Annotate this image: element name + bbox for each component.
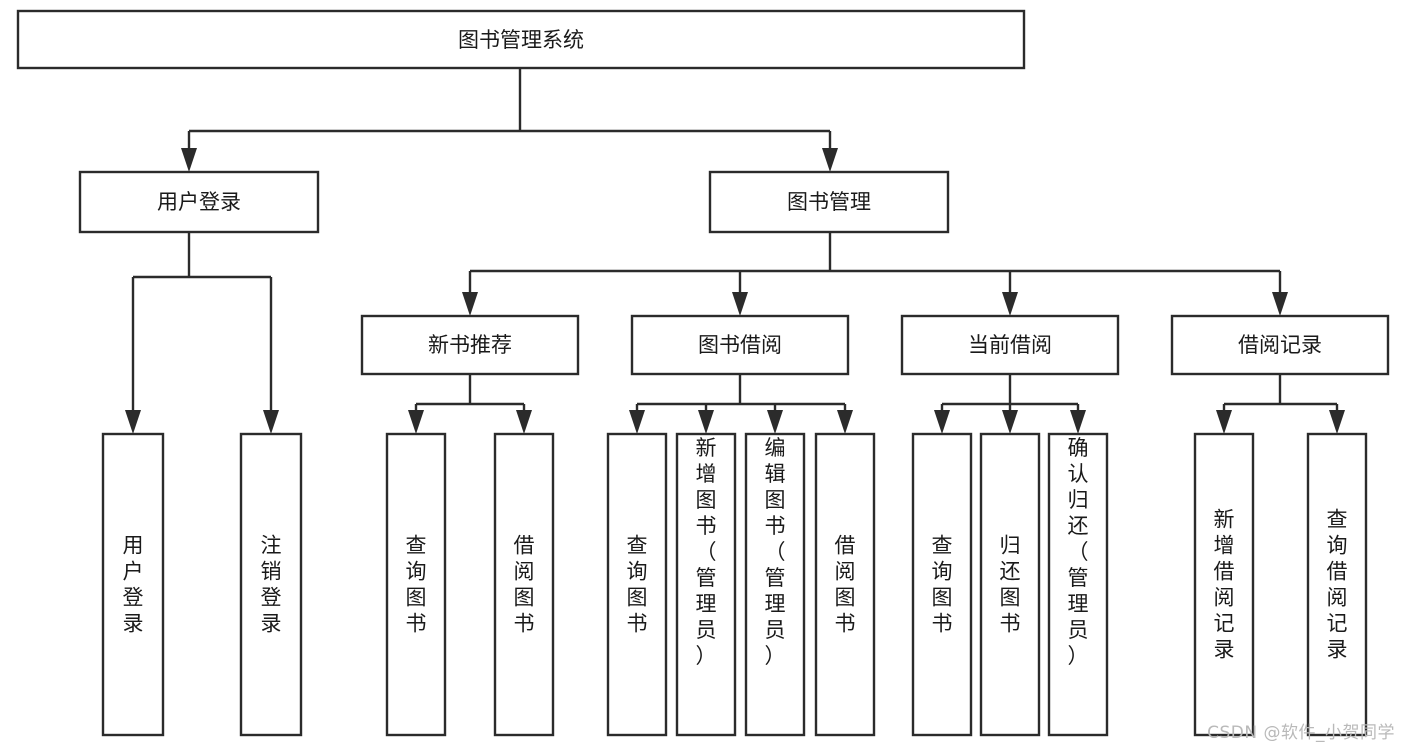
arrow-leaf-confirm-return <box>1070 410 1086 434</box>
arrow-leaf-add-book <box>698 410 714 434</box>
arrow-leaf-edit-book <box>767 410 783 434</box>
node-borrow-record-box[interactable] <box>1170 314 1390 376</box>
connector-group <box>125 68 1345 434</box>
node-book-borrow[interactable]: 图书借阅 <box>630 314 850 376</box>
arrow-new-book-recommend <box>462 292 478 316</box>
node-leaf-query-book-3-label: 查询图书 <box>932 534 953 636</box>
node-leaf-query-record-box[interactable] <box>1306 432 1368 737</box>
node-leaf-borrow-book-2[interactable]: 借阅图书 <box>814 432 876 737</box>
node-leaf-query-book-1[interactable]: 查询图书 <box>385 432 447 737</box>
node-book-management[interactable]: 图书管理 <box>708 170 950 234</box>
node-new-book-recommend-box[interactable] <box>360 314 580 376</box>
arrow-leaf-query-book-2 <box>629 410 645 434</box>
arrow-user-login <box>181 148 197 172</box>
arrow-current-borrow <box>1002 292 1018 316</box>
node-leaf-confirm-return-box[interactable] <box>1047 432 1109 737</box>
arrow-leaf-user-login <box>125 410 141 434</box>
node-leaf-edit-book-box[interactable] <box>744 432 806 737</box>
node-new-book-recommend[interactable]: 新书推荐 <box>360 314 580 376</box>
node-book-management-label: 图书管理 <box>787 190 871 214</box>
node-leaf-add-record[interactable]: 新增借阅记录 <box>1193 432 1255 737</box>
node-leaf-borrow-book-2-label: 借阅图书 <box>835 534 856 636</box>
node-leaf-borrow-book-1-box[interactable] <box>493 432 555 737</box>
node-leaf-return-book-box[interactable] <box>979 432 1041 737</box>
node-new-book-recommend-label: 新书推荐 <box>428 333 512 357</box>
node-leaf-user-logout-label: 注销登录 <box>261 534 282 636</box>
node-current-borrow-label: 当前借阅 <box>968 333 1052 357</box>
node-leaf-add-book[interactable]: 新增图书（管理员） <box>675 432 737 737</box>
node-leaf-edit-book-label: 编辑图书（管理员） <box>765 436 786 668</box>
arrow-book-management <box>822 148 838 172</box>
node-leaf-query-book-2-box[interactable] <box>606 432 668 737</box>
watermark: CSDN @软件_小贺同学 <box>1207 723 1395 743</box>
node-leaf-return-book-label: 归还图书 <box>1000 534 1021 636</box>
node-leaf-user-login-box[interactable] <box>101 432 165 737</box>
node-user-login-box[interactable] <box>78 170 320 234</box>
node-root-label: 图书管理系统 <box>458 28 584 52</box>
node-leaf-user-login-label: 用户登录 <box>123 534 144 636</box>
node-leaf-add-book-label: 新增图书（管理员） <box>696 436 717 668</box>
node-leaf-add-record-box[interactable] <box>1193 432 1255 737</box>
node-leaf-query-book-3[interactable]: 查询图书 <box>911 432 973 737</box>
node-root[interactable]: 图书管理系统 <box>16 9 1026 70</box>
node-book-borrow-label: 图书借阅 <box>698 333 782 357</box>
node-leaf-query-record-label: 查询借阅记录 <box>1327 508 1348 662</box>
arrow-leaf-query-book-1 <box>408 410 424 434</box>
arrow-leaf-borrow-book-1 <box>516 410 532 434</box>
node-leaf-query-book-1-box[interactable] <box>385 432 447 737</box>
node-leaf-confirm-return-label: 确认归还（管理员） <box>1068 436 1089 668</box>
arrow-leaf-add-record <box>1216 410 1232 434</box>
node-leaf-edit-book[interactable]: 编辑图书（管理员） <box>744 432 806 737</box>
node-leaf-borrow-book-1-label: 借阅图书 <box>514 534 535 636</box>
arrow-leaf-user-logout <box>263 410 279 434</box>
node-leaf-query-record[interactable]: 查询借阅记录 <box>1306 432 1368 737</box>
node-leaf-confirm-return[interactable]: 确认归还（管理员） <box>1047 432 1109 737</box>
arrow-leaf-query-book-3 <box>934 410 950 434</box>
node-leaf-query-book-2-label: 查询图书 <box>627 534 648 636</box>
node-book-management-box[interactable] <box>708 170 950 234</box>
node-current-borrow-box[interactable] <box>900 314 1120 376</box>
node-leaf-add-record-label: 新增借阅记录 <box>1214 508 1235 662</box>
node-root-box[interactable] <box>16 9 1026 70</box>
node-user-login[interactable]: 用户登录 <box>78 170 320 234</box>
node-leaf-borrow-book-2-box[interactable] <box>814 432 876 737</box>
node-leaf-user-login[interactable]: 用户登录 <box>101 432 165 737</box>
node-current-borrow[interactable]: 当前借阅 <box>900 314 1120 376</box>
arrow-book-borrow <box>732 292 748 316</box>
node-leaf-borrow-book-1[interactable]: 借阅图书 <box>493 432 555 737</box>
node-leaf-add-book-box[interactable] <box>675 432 737 737</box>
node-leaf-user-logout-box[interactable] <box>239 432 303 737</box>
node-borrow-record-label: 借阅记录 <box>1238 333 1322 357</box>
arrow-borrow-record <box>1272 292 1288 316</box>
arrow-leaf-borrow-book-2 <box>837 410 853 434</box>
node-leaf-query-book-3-box[interactable] <box>911 432 973 737</box>
node-borrow-record[interactable]: 借阅记录 <box>1170 314 1390 376</box>
arrow-leaf-return-book <box>1002 410 1018 434</box>
node-leaf-user-logout[interactable]: 注销登录 <box>239 432 303 737</box>
node-leaf-query-book-1-label: 查询图书 <box>406 534 427 636</box>
arrow-leaf-query-record <box>1329 410 1345 434</box>
node-book-borrow-box[interactable] <box>630 314 850 376</box>
node-leaf-query-book-2[interactable]: 查询图书 <box>606 432 668 737</box>
node-leaf-return-book[interactable]: 归还图书 <box>979 432 1041 737</box>
node-user-login-label: 用户登录 <box>157 190 241 214</box>
